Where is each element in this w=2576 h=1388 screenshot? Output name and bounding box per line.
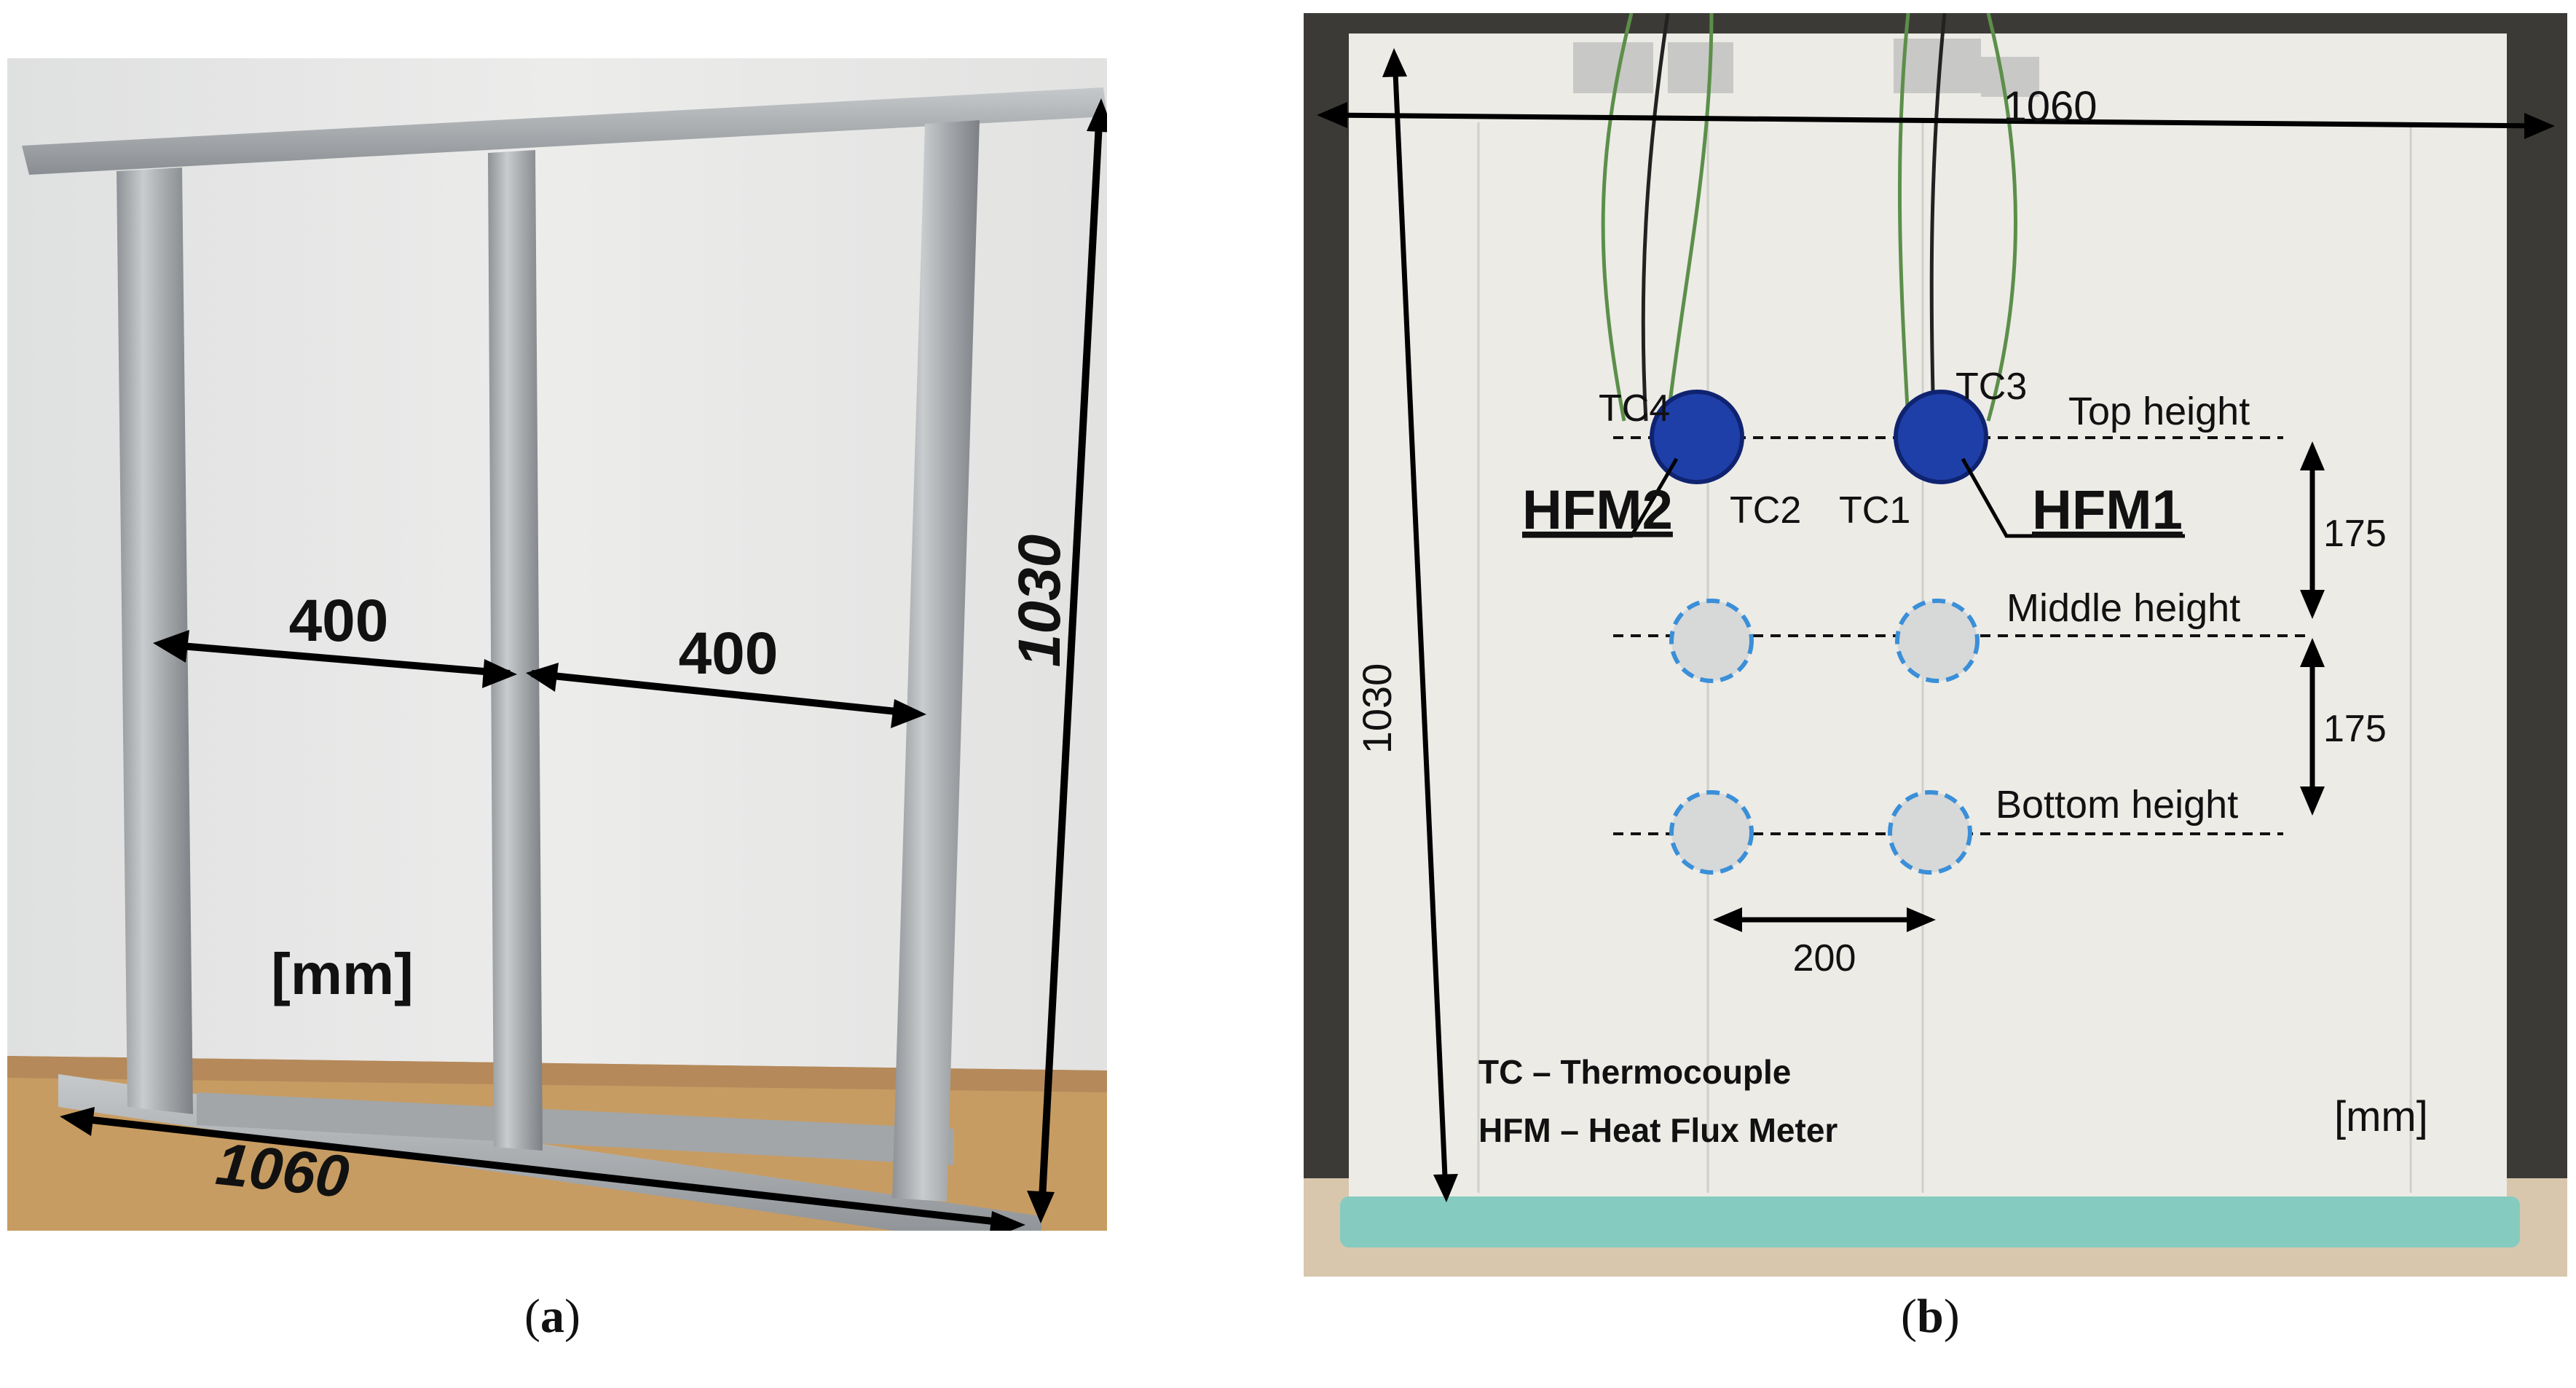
left-stud: [117, 167, 193, 1114]
dashed-sensor-positions: [1669, 599, 1980, 875]
caption-b-letter: b: [1916, 1290, 1944, 1343]
middle-height-label: Middle height: [2006, 586, 2240, 630]
middle-stud: [488, 150, 543, 1151]
panel-b-illustration: 1060 1030 TC4 TC3 TC2 TC1 HFM2 HFM1 Top …: [1304, 13, 2567, 1277]
panel-a-illustration: 400 400 1030 1060 [mm]: [7, 58, 1107, 1231]
board-width-dimension: 1060: [2003, 83, 2097, 130]
unit-label-b: [mm]: [2334, 1093, 2428, 1140]
legend-hfm: HFM – Heat Flux Meter: [1478, 1111, 1838, 1149]
bay-left-dimension: 400: [289, 588, 389, 654]
legend-tc: TC – Thermocouple: [1478, 1053, 1791, 1091]
tc3-label: TC3: [1955, 366, 2027, 408]
top-height-label: Top height: [2068, 390, 2250, 433]
right-stud: [892, 120, 980, 1202]
teal-base-strip: [1340, 1196, 2520, 1247]
board-height-dimension: 1030: [1354, 663, 1400, 754]
unit-label: [mm]: [271, 942, 414, 1006]
horizontal-spacing-dimension: 200: [1793, 937, 1856, 979]
frame-width-dimension: 1060: [213, 1131, 352, 1211]
caption-b: (b): [1901, 1290, 1960, 1343]
sensor-cables: [1601, 13, 2017, 422]
dimension-arrows: [72, 109, 1103, 1227]
upper-spacing-dimension: 175: [2323, 513, 2387, 555]
lower-spacing-dimension: 175: [2323, 708, 2387, 750]
bottom-height-label: Bottom height: [1996, 783, 2238, 827]
tc4-label: TC4: [1599, 387, 1670, 430]
bay-right-dimension: 400: [679, 620, 779, 687]
caption-a: (a): [524, 1290, 580, 1343]
panel-b-sensor-layout-photo: 1060 1030 TC4 TC3 TC2 TC1 HFM2 HFM1 Top …: [1304, 13, 2567, 1277]
tc2-label: TC2: [1730, 489, 1801, 532]
hfm2-label: HFM2: [1522, 479, 1673, 541]
panel-a-steel-frame-photo: 400 400 1030 1060 [mm]: [7, 58, 1107, 1231]
frame-height-dimension: 1030: [1007, 535, 1073, 667]
hfm1-label: HFM1: [2032, 479, 2183, 541]
tc1-label: TC1: [1839, 489, 1910, 532]
caption-a-letter: a: [540, 1290, 564, 1343]
top-track: [22, 87, 1107, 175]
